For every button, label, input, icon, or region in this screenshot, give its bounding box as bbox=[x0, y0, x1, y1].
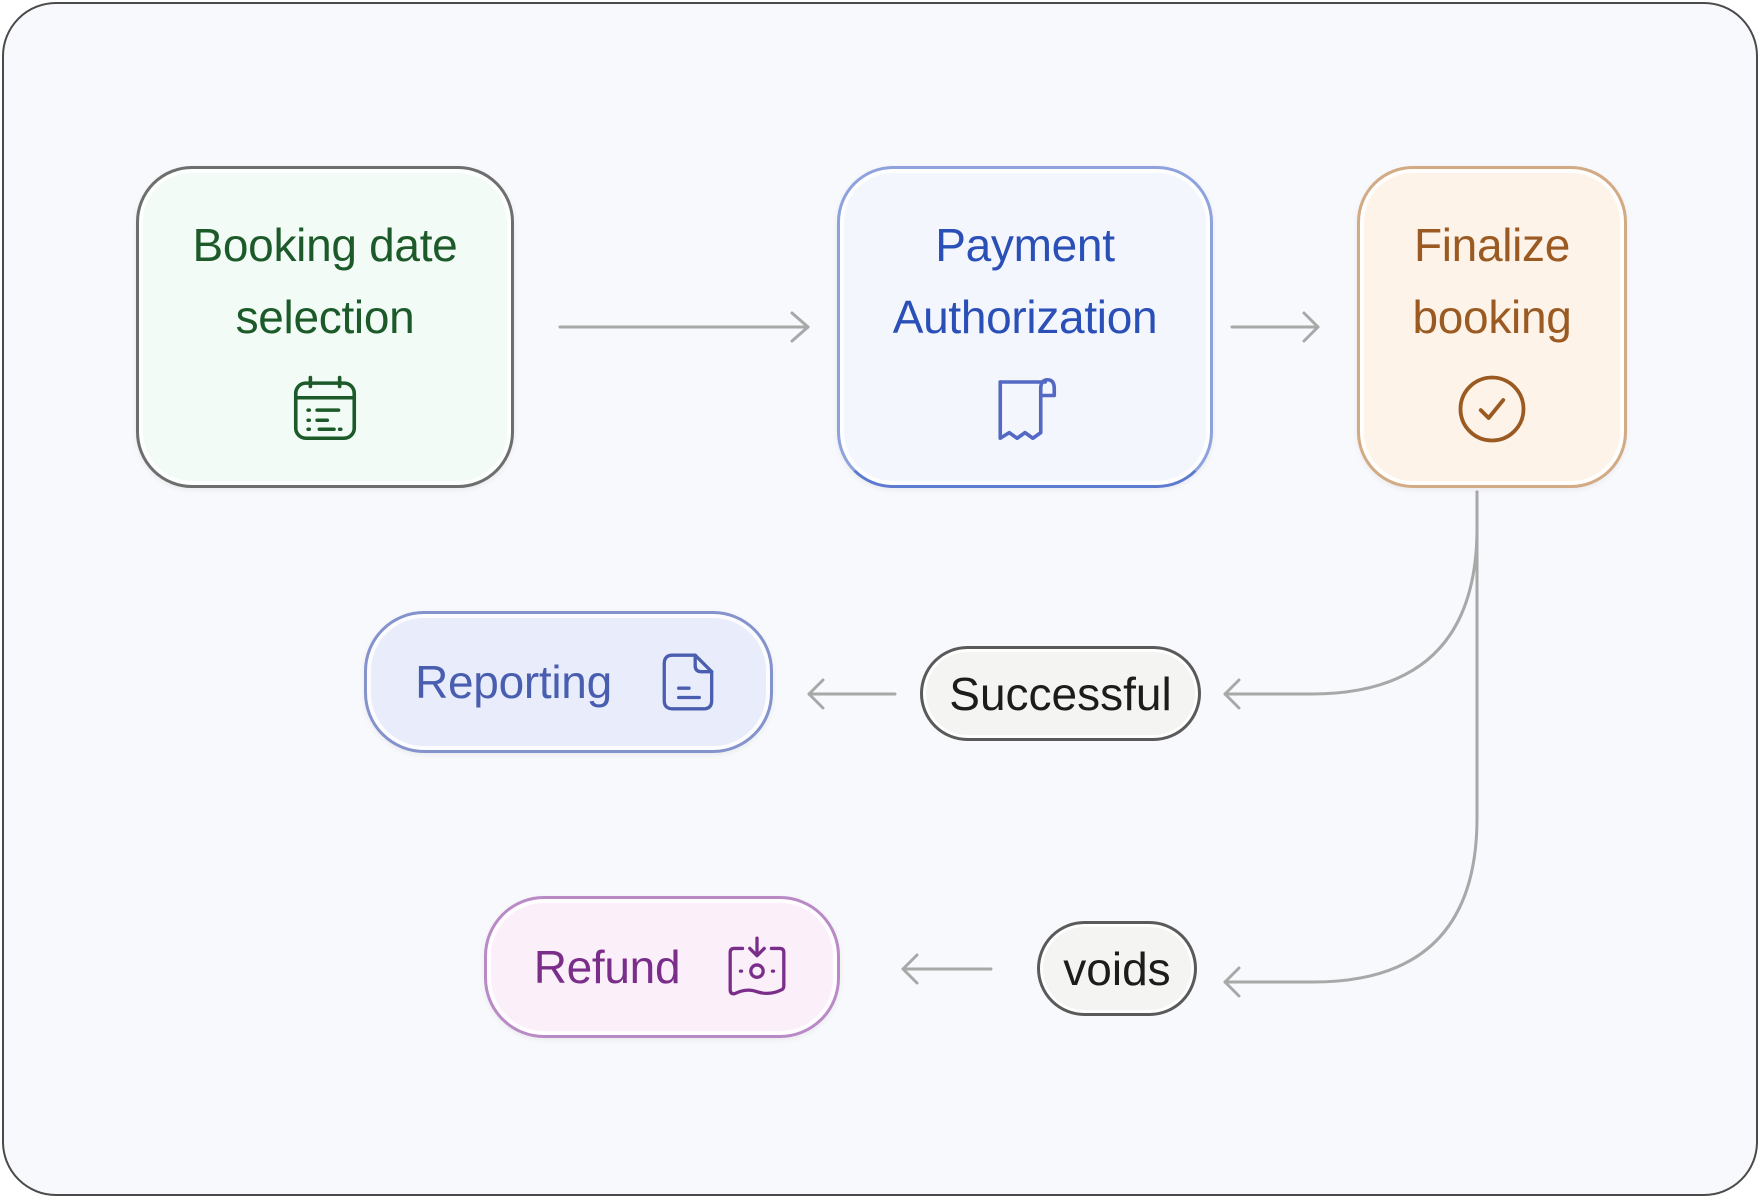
arrowhead-finalize-to-voids bbox=[1223, 966, 1241, 998]
arrowhead-finalize-to-successful bbox=[1223, 678, 1241, 710]
booking-node-label: Booking date selection bbox=[192, 219, 458, 343]
refund-node-label: Refund bbox=[533, 941, 681, 993]
receipt-icon bbox=[998, 377, 1057, 441]
payment-authorization-node[interactable]: Payment Authorization bbox=[837, 166, 1213, 488]
refund-node[interactable]: Refund bbox=[484, 896, 840, 1038]
arrow-finalize-to-voids bbox=[1223, 490, 1479, 984]
arrowhead-booking-to-payment bbox=[790, 311, 810, 343]
money-download-icon bbox=[728, 936, 786, 996]
booking-date-selection-node[interactable]: Booking date selection bbox=[136, 166, 514, 488]
arrowhead-voids-to-refund bbox=[901, 953, 919, 985]
arrowhead-successful-to-reporting bbox=[807, 678, 825, 710]
payment-node-label: Payment Authorization bbox=[892, 219, 1158, 343]
voids-edge-label: voids bbox=[1037, 921, 1197, 1016]
finalize-node-label: Finalize booking bbox=[1412, 219, 1572, 343]
successful-edge-label: Successful bbox=[920, 646, 1201, 741]
arrow-finalize-to-successful bbox=[1223, 490, 1479, 696]
document-icon bbox=[662, 653, 714, 711]
reporting-node[interactable]: Reporting bbox=[364, 611, 773, 753]
check-circle-icon bbox=[1458, 375, 1526, 443]
reporting-node-label: Reporting bbox=[415, 656, 612, 708]
calendar-icon bbox=[293, 375, 357, 441]
finalize-booking-node[interactable]: Finalize booking bbox=[1357, 166, 1627, 488]
arrowhead-payment-to-finalize bbox=[1302, 311, 1320, 343]
